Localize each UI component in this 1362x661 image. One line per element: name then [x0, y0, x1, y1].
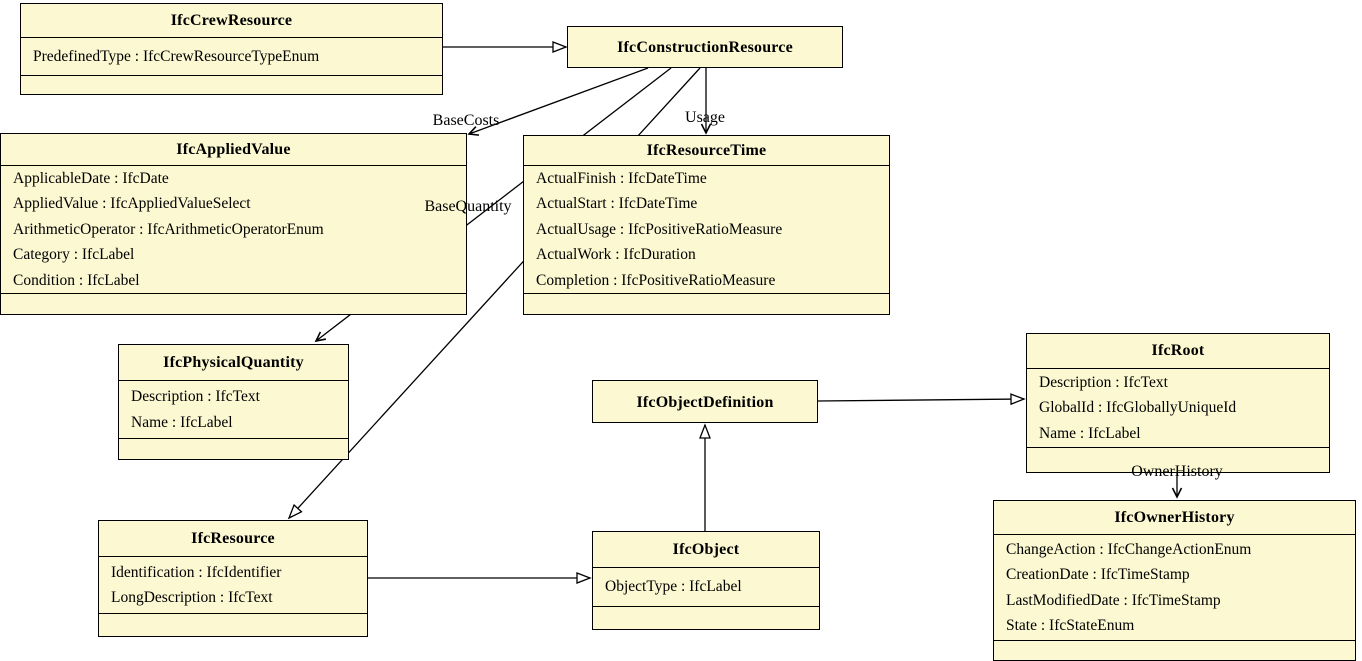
- class-attribute: ObjectType : IfcLabel: [605, 578, 742, 596]
- class-attribute: Description : IfcText: [1039, 373, 1168, 391]
- class-attributes-compartment: ObjectType : IfcLabel: [593, 568, 819, 607]
- class-empty-compartment: [1, 294, 466, 316]
- class-empty-compartment: [1027, 448, 1329, 474]
- class-empty-compartment: [21, 76, 442, 96]
- class-attributes-compartment: PredefinedType : IfcCrewResourceTypeEnum: [21, 38, 442, 76]
- class-title: IfcObject: [593, 532, 819, 568]
- class-attribute: CreationDate : IfcTimeStamp: [1006, 566, 1190, 584]
- class-empty-compartment: [524, 294, 889, 316]
- class-title: IfcOwnerHistory: [994, 501, 1355, 535]
- class-empty-compartment: [994, 641, 1355, 661]
- class-attribute: AppliedValue : IfcAppliedValueSelect: [13, 195, 251, 213]
- class-title: IfcAppliedValue: [1, 134, 466, 166]
- class-title: IfcCrewResource: [21, 4, 442, 38]
- class-attribute: Completion : IfcPositiveRatioMeasure: [536, 271, 776, 289]
- class-attribute: Identification : IfcIdentifier: [111, 563, 282, 581]
- class-title: IfcPhysicalQuantity: [119, 345, 348, 381]
- class-attribute: ActualWork : IfcDuration: [536, 246, 696, 264]
- class-attribute: ApplicableDate : IfcDate: [13, 169, 169, 187]
- class-attribute: ActualFinish : IfcDateTime: [536, 169, 707, 187]
- class-attribute: Name : IfcLabel: [131, 413, 233, 431]
- class-attribute: LastModifiedDate : IfcTimeStamp: [1006, 591, 1221, 609]
- class-attribute: Description : IfcText: [131, 388, 260, 406]
- class-attribute: Category : IfcLabel: [13, 246, 135, 264]
- class-attribute: LongDescription : IfcText: [111, 589, 273, 606]
- class-attribute: GlobalId : IfcGloballyUniqueId: [1039, 399, 1237, 417]
- edge-generalization-ifcobjectdefinition-ifcroot: [817, 393, 1026, 406]
- class-attribute: ActualUsage : IfcPositiveRatioMeasure: [536, 220, 783, 238]
- class-attribute: ChangeAction : IfcChangeActionEnum: [1006, 540, 1252, 558]
- class-title: IfcResource: [99, 521, 367, 557]
- class-title: IfcObjectDefinition: [636, 393, 774, 411]
- class-title: IfcResourceTime: [524, 136, 889, 166]
- edge-association-ifcconstructionresource-ifcappliedvalue: [467, 67, 649, 136]
- class-attribute: State : IfcStateEnum: [1006, 616, 1135, 634]
- class-attribute: ArithmeticOperator : IfcArithmeticOperat…: [13, 220, 324, 238]
- class-attribute: Name : IfcLabel: [1039, 424, 1141, 442]
- class-title: IfcConstructionResource: [617, 39, 793, 56]
- class-box-ifcconstructionresource: IfcConstructionResource: [567, 26, 843, 68]
- class-empty-compartment: [99, 614, 367, 638]
- class-title: IfcRoot: [1027, 334, 1329, 369]
- class-attribute: ActualStart : IfcDateTime: [536, 195, 698, 213]
- class-attribute: Condition : IfcLabel: [13, 271, 140, 289]
- class-attribute: PredefinedType : IfcCrewResourceTypeEnum: [33, 47, 320, 65]
- class-box-ifcobjectdefinition: IfcObjectDefinition: [592, 380, 818, 423]
- class-empty-compartment: [119, 439, 348, 461]
- class-empty-compartment: [593, 607, 819, 631]
